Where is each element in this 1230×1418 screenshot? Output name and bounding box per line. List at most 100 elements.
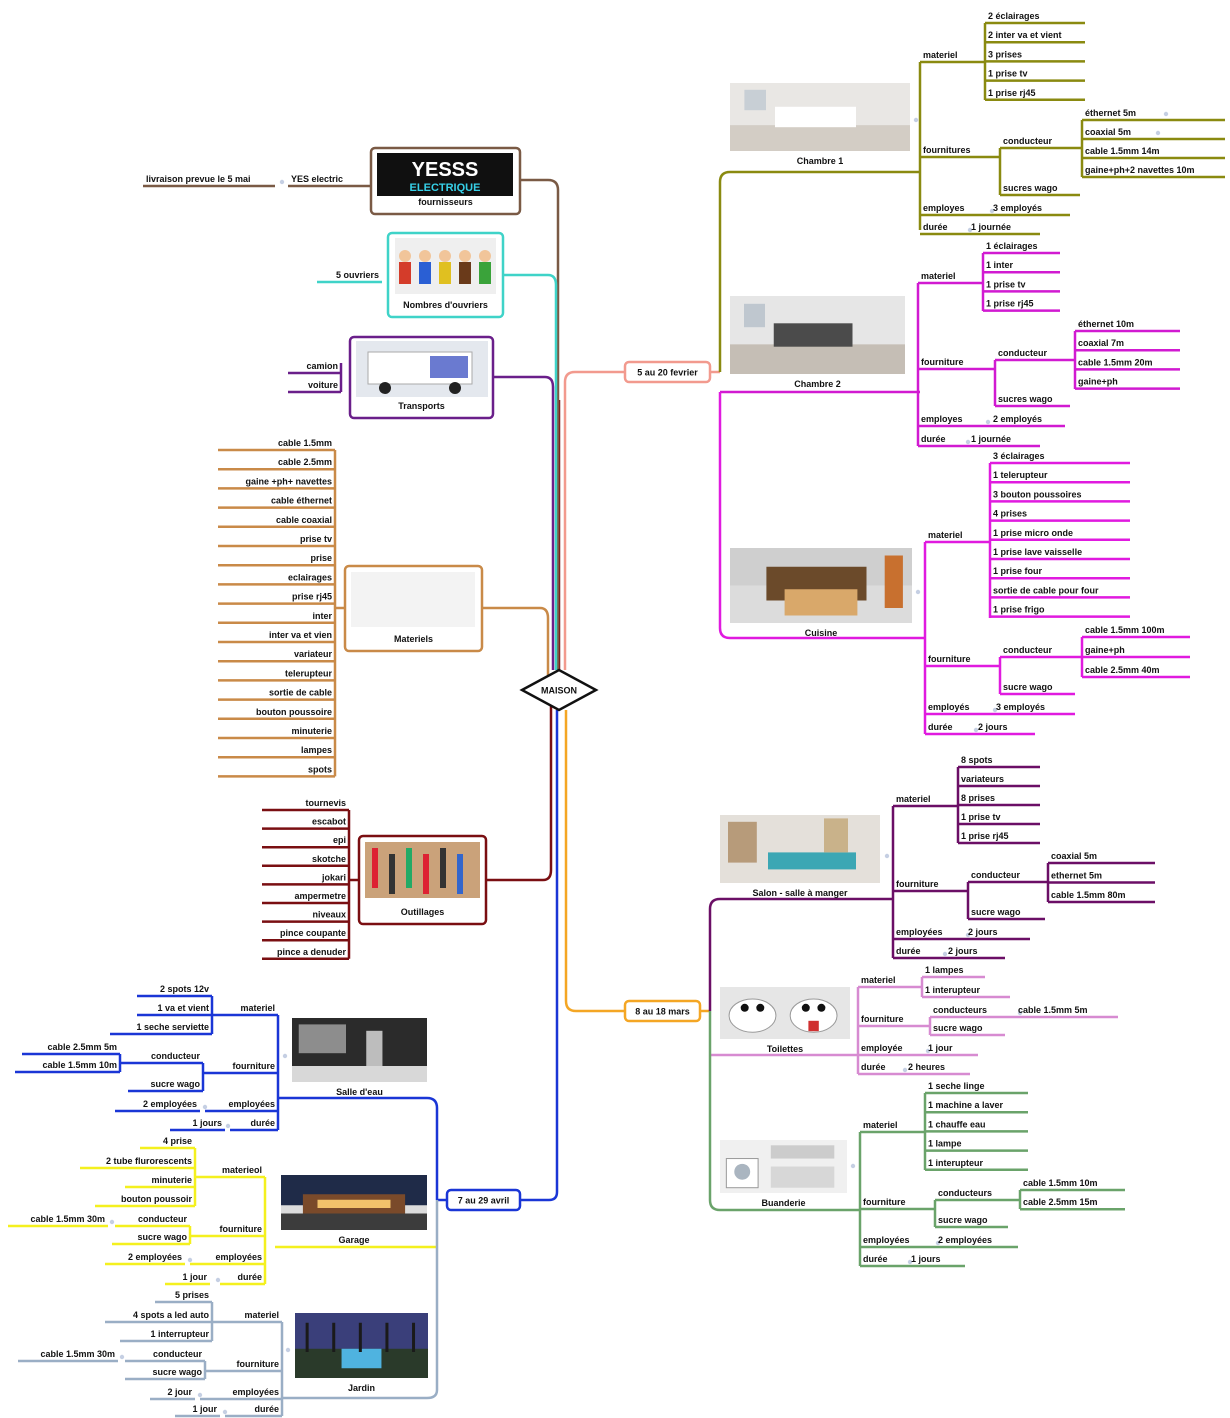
ouvriers-count[interactable]: 5 ouvriers bbox=[336, 270, 379, 280]
salle-eau-employees[interactable]: employées bbox=[228, 1099, 275, 1109]
chambre2-conducteur[interactable]: conducteur bbox=[998, 348, 1048, 358]
buanderie-title[interactable]: Buanderie bbox=[761, 1198, 805, 1208]
outil-pince-a-denuder[interactable]: pince a denuder bbox=[277, 947, 347, 957]
salle-eau-conducteur[interactable]: conducteur bbox=[151, 1051, 201, 1061]
cuisine-conducteur[interactable]: conducteur bbox=[1003, 645, 1053, 655]
salle-eau-duree-val[interactable]: 1 jours bbox=[192, 1118, 222, 1128]
buanderie-cond-cable-1-5mm-10m[interactable]: cable 1.5mm 10m bbox=[1023, 1178, 1098, 1188]
chambre1-title[interactable]: Chambre 1 bbox=[797, 156, 844, 166]
buanderie-item-1-chauffe-eau[interactable]: 1 chauffe eau bbox=[928, 1119, 986, 1129]
toilettes-title[interactable]: Toilettes bbox=[767, 1044, 803, 1054]
cuisine-duree-val[interactable]: 2 jours bbox=[978, 722, 1008, 732]
materiel-eclairages[interactable]: eclairages bbox=[288, 572, 332, 582]
garage-prise[interactable]: 4 prise bbox=[163, 1136, 192, 1146]
chambre2-cond-ethernet-10m[interactable]: éthernet 10m bbox=[1078, 319, 1134, 329]
cuisine-item-4-prises[interactable]: 4 prises bbox=[993, 509, 1027, 519]
cuisine-cond-cable-1-5mm-100m[interactable]: cable 1.5mm 100m bbox=[1085, 625, 1165, 635]
materiel-prise[interactable]: prise bbox=[310, 553, 332, 563]
chambre1-duree-val[interactable]: 1 journée bbox=[971, 222, 1011, 232]
buanderie-duree-val[interactable]: 1 jours bbox=[911, 1254, 941, 1264]
toilettes-employee-val[interactable]: 1 jour bbox=[928, 1043, 953, 1053]
garage-sucre[interactable]: sucre wago bbox=[137, 1232, 187, 1242]
jardin-interrupteur[interactable]: 1 interrupteur bbox=[150, 1329, 209, 1339]
toilettes-fourniture[interactable]: fourniture bbox=[861, 1014, 904, 1024]
salon-duree[interactable]: durée bbox=[896, 946, 921, 956]
garage-title[interactable]: Garage bbox=[338, 1235, 369, 1245]
salle-eau-va-et-vient[interactable]: 1 va et vient bbox=[157, 1003, 209, 1013]
chambre2-item-1-prise-rj45[interactable]: 1 prise rj45 bbox=[986, 299, 1034, 309]
transport-voiture[interactable]: voiture bbox=[308, 380, 338, 390]
cuisine-duree[interactable]: durée bbox=[928, 722, 953, 732]
cuisine-materiel[interactable]: materiel bbox=[928, 530, 963, 540]
salon-cond-cable-1-5mm-80m[interactable]: cable 1.5mm 80m bbox=[1051, 890, 1126, 900]
buanderie-employees-val[interactable]: 2 employées bbox=[938, 1235, 992, 1245]
materiel-cable-coaxial[interactable]: cable coaxial bbox=[276, 515, 332, 525]
jardin-materiel[interactable]: materiel bbox=[244, 1310, 279, 1320]
toilettes-materiel[interactable]: materiel bbox=[861, 975, 896, 985]
cuisine-item-3-bouton-poussoires[interactable]: 3 bouton poussoires bbox=[993, 489, 1082, 499]
garage-materiel[interactable]: materieol bbox=[222, 1165, 262, 1175]
buanderie-fourniture[interactable]: fourniture bbox=[863, 1197, 906, 1207]
chambre1-duree[interactable]: durée bbox=[923, 222, 948, 232]
chambre2-cond-coaxial-7m[interactable]: coaxial 7m bbox=[1078, 338, 1124, 348]
garage-minuterie[interactable]: minuterie bbox=[151, 1175, 192, 1185]
chambre1-cond-ethernet-5m[interactable]: éthernet 5m bbox=[1085, 108, 1136, 118]
materiel-bouton-poussoire[interactable]: bouton poussoire bbox=[256, 707, 332, 717]
cuisine-item-sortie-de-cable-pour-four[interactable]: sortie de cable pour four bbox=[993, 585, 1099, 595]
materiel-spots[interactable]: spots bbox=[308, 764, 332, 774]
chambre1-item-2-eclairages[interactable]: 2 éclairages bbox=[988, 11, 1040, 21]
chambre1-materiel[interactable]: materiel bbox=[923, 50, 958, 60]
jardin-employees[interactable]: employées bbox=[232, 1387, 279, 1397]
jardin-duree-val[interactable]: 1 jour bbox=[192, 1404, 217, 1414]
garage-tubes[interactable]: 2 tube flurorescents bbox=[106, 1156, 192, 1166]
toilettes-duree-val[interactable]: 2 heures bbox=[908, 1062, 945, 1072]
materiel-telerupteur[interactable]: telerupteur bbox=[285, 668, 333, 678]
garage-employees-val[interactable]: 2 employées bbox=[128, 1252, 182, 1262]
salon-cond-coaxial-5m[interactable]: coaxial 5m bbox=[1051, 851, 1097, 861]
toilettes-interupteur[interactable]: 1 interupteur bbox=[925, 985, 981, 995]
toilettes-employee[interactable]: employée bbox=[861, 1043, 903, 1053]
salle-eau-spots[interactable]: 2 spots 12v bbox=[160, 984, 209, 994]
chambre1-sucres[interactable]: sucres wago bbox=[1003, 183, 1058, 193]
chambre1-item-2-inter-va-et-vient[interactable]: 2 inter va et vient bbox=[988, 30, 1062, 40]
chambre1-item-3-prises[interactable]: 3 prises bbox=[988, 49, 1022, 59]
chambre2-fourniture[interactable]: fourniture bbox=[921, 357, 964, 367]
chambre2-cond-cable-1-5mm-20m[interactable]: cable 1.5mm 20m bbox=[1078, 357, 1153, 367]
jardin-fourniture[interactable]: fourniture bbox=[237, 1359, 280, 1369]
salon-item-8-spots[interactable]: 8 spots bbox=[961, 755, 993, 765]
toilettes-conducteurs[interactable]: conducteurs bbox=[933, 1005, 987, 1015]
materiel-prise-rj45[interactable]: prise rj45 bbox=[292, 592, 332, 602]
materiel-gaine-ph-navettes[interactable]: gaine +ph+ navettes bbox=[245, 476, 332, 486]
outil-epi[interactable]: epi bbox=[333, 835, 346, 845]
garage-bouton[interactable]: bouton poussoir bbox=[121, 1194, 192, 1204]
outil-skotche[interactable]: skotche bbox=[312, 854, 346, 864]
jardin-employees-val[interactable]: 2 jour bbox=[167, 1387, 192, 1397]
buanderie-item-1-lampe[interactable]: 1 lampe bbox=[928, 1139, 962, 1149]
cuisine-item-1-prise-lave-vaisselle[interactable]: 1 prise lave vaisselle bbox=[993, 547, 1082, 557]
transport-camion[interactable]: camion bbox=[306, 361, 338, 371]
materiel-inter-va-et-vien[interactable]: inter va et vien bbox=[269, 630, 332, 640]
cuisine-item-1-prise-four[interactable]: 1 prise four bbox=[993, 566, 1043, 576]
salle-eau-cable-25[interactable]: cable 2.5mm 5m bbox=[47, 1042, 117, 1052]
jardin-prises[interactable]: 5 prises bbox=[175, 1290, 209, 1300]
materiel-prise-tv[interactable]: prise tv bbox=[300, 534, 332, 544]
buanderie-item-1-interupteur[interactable]: 1 interupteur bbox=[928, 1158, 984, 1168]
livraison-date[interactable]: livraison prevue le 5 mai bbox=[146, 174, 251, 184]
salon-item-1-prise-tv[interactable]: 1 prise tv bbox=[961, 812, 1001, 822]
jardin-duree[interactable]: durée bbox=[254, 1404, 279, 1414]
jardin-spots[interactable]: 4 spots a led auto bbox=[133, 1310, 210, 1320]
chambre2-materiel[interactable]: materiel bbox=[921, 271, 956, 281]
salle-eau-cable-15[interactable]: cable 1.5mm 10m bbox=[42, 1060, 117, 1070]
salle-eau-employees-val[interactable]: 2 employées bbox=[143, 1099, 197, 1109]
chambre1-cond-coaxial-5m[interactable]: coaxial 5m bbox=[1085, 127, 1131, 137]
cuisine-employes-val[interactable]: 3 employés bbox=[996, 702, 1045, 712]
chambre1-employes[interactable]: employes bbox=[923, 203, 965, 213]
salon-item-variateurs[interactable]: variateurs bbox=[961, 774, 1004, 784]
chambre2-sucres[interactable]: sucres wago bbox=[998, 394, 1053, 404]
salon-title[interactable]: Salon - salle à manger bbox=[752, 888, 848, 898]
salon-employees-val[interactable]: 2 jours bbox=[968, 927, 998, 937]
cuisine-cond-cable-2-5mm-40m[interactable]: cable 2.5mm 40m bbox=[1085, 665, 1160, 675]
chambre1-cond-cable-1-5mm-14m[interactable]: cable 1.5mm 14m bbox=[1085, 146, 1160, 156]
toilettes-sucre[interactable]: sucre wago bbox=[933, 1023, 983, 1033]
outil-escabot[interactable]: escabot bbox=[312, 817, 346, 827]
